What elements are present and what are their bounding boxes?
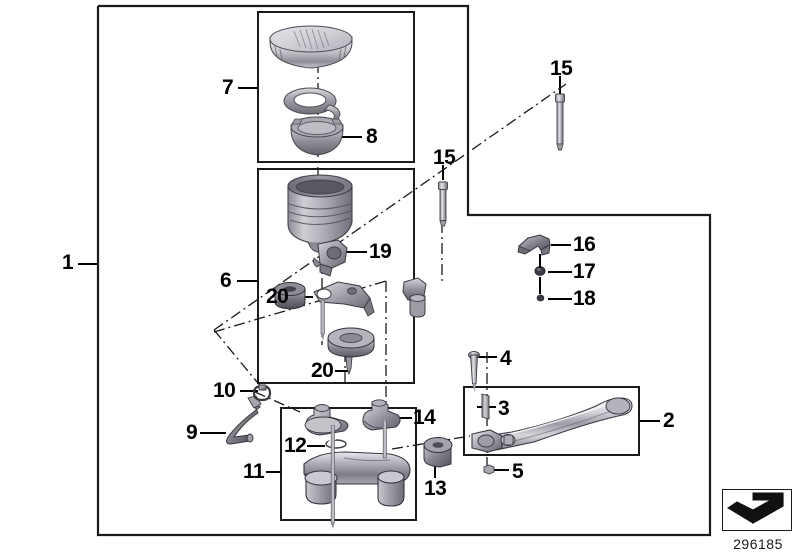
callout-20-lower: 20 <box>311 359 334 382</box>
clamp-half <box>358 399 404 439</box>
switch-bracket <box>516 232 556 258</box>
pivot-bolt <box>466 350 482 394</box>
reservoir-cap <box>266 24 356 76</box>
hex-bolt-upper <box>552 92 568 154</box>
callout-7: 7 <box>222 76 234 99</box>
leader-13 <box>434 462 436 478</box>
leader-17 <box>548 271 572 273</box>
reservoir-gasket <box>281 86 347 122</box>
bracket-18-axis <box>539 277 541 294</box>
callout-16: 16 <box>573 233 596 256</box>
callout-5: 5 <box>512 460 524 483</box>
fluid-reservoir <box>282 174 362 254</box>
rubber-grommet-lower <box>325 326 377 360</box>
hose-clamp <box>251 384 273 402</box>
callout-4: 4 <box>500 347 512 370</box>
bmw-arrow-logo-icon <box>727 492 784 525</box>
callout-12: 12 <box>284 434 307 457</box>
callout-8: 8 <box>366 125 378 148</box>
clamp-bolt <box>381 420 389 462</box>
callout-14: 14 <box>413 406 436 429</box>
callout-6: 6 <box>220 269 232 292</box>
mounting-bracket <box>312 238 352 280</box>
brake-lever <box>468 392 638 454</box>
callout-1: 1 <box>62 251 74 274</box>
hose-line <box>210 395 270 447</box>
callout-2: 2 <box>663 409 675 432</box>
support-plate <box>310 278 380 318</box>
bushing-sleeve <box>478 392 494 422</box>
bracket-through-bolt <box>319 300 327 342</box>
part-number: 296185 <box>733 536 783 552</box>
callout-3: 3 <box>498 397 510 420</box>
callout-15-lower: 15 <box>433 146 456 169</box>
leader-5 <box>489 469 509 471</box>
leader-9 <box>200 432 226 434</box>
screw-micro <box>535 293 546 303</box>
leader-12 <box>307 445 325 447</box>
hex-bolt-lower <box>435 180 451 228</box>
leader-7 <box>238 87 257 89</box>
grommet-pin <box>343 357 355 375</box>
rubber-grommet-upper <box>271 281 309 311</box>
callout-15-upper: 15 <box>550 57 573 80</box>
reservoir-diaphragm <box>288 116 346 158</box>
master-cylinder-body <box>294 440 424 524</box>
rubber-bush <box>418 436 458 470</box>
lock-nut <box>481 463 497 477</box>
callout-11: 11 <box>243 460 265 483</box>
leader-10 <box>240 390 258 392</box>
callout-20-upper: 20 <box>266 285 289 308</box>
leader-18 <box>548 298 572 300</box>
callout-10: 10 <box>213 379 236 402</box>
leader-20-lower <box>335 370 350 372</box>
callout-13: 13 <box>424 477 447 500</box>
brake-lever-frame <box>463 386 640 456</box>
bracket-stud <box>398 276 432 320</box>
master-cylinder-frame <box>280 407 417 521</box>
callout-17: 17 <box>573 260 596 283</box>
leader-6 <box>237 280 257 282</box>
bmw-arrow-logo-box <box>722 489 792 531</box>
callout-9: 9 <box>186 421 198 444</box>
leader-1 <box>78 263 98 265</box>
clamp-half-left <box>298 403 358 443</box>
master-cylinder-bolt <box>329 425 337 530</box>
callout-18: 18 <box>573 287 596 310</box>
leader-14 <box>392 417 412 419</box>
bracket-17-axis <box>539 254 541 268</box>
leader-2 <box>640 420 660 422</box>
callout-19: 19 <box>369 240 392 263</box>
leader-11 <box>266 471 281 473</box>
